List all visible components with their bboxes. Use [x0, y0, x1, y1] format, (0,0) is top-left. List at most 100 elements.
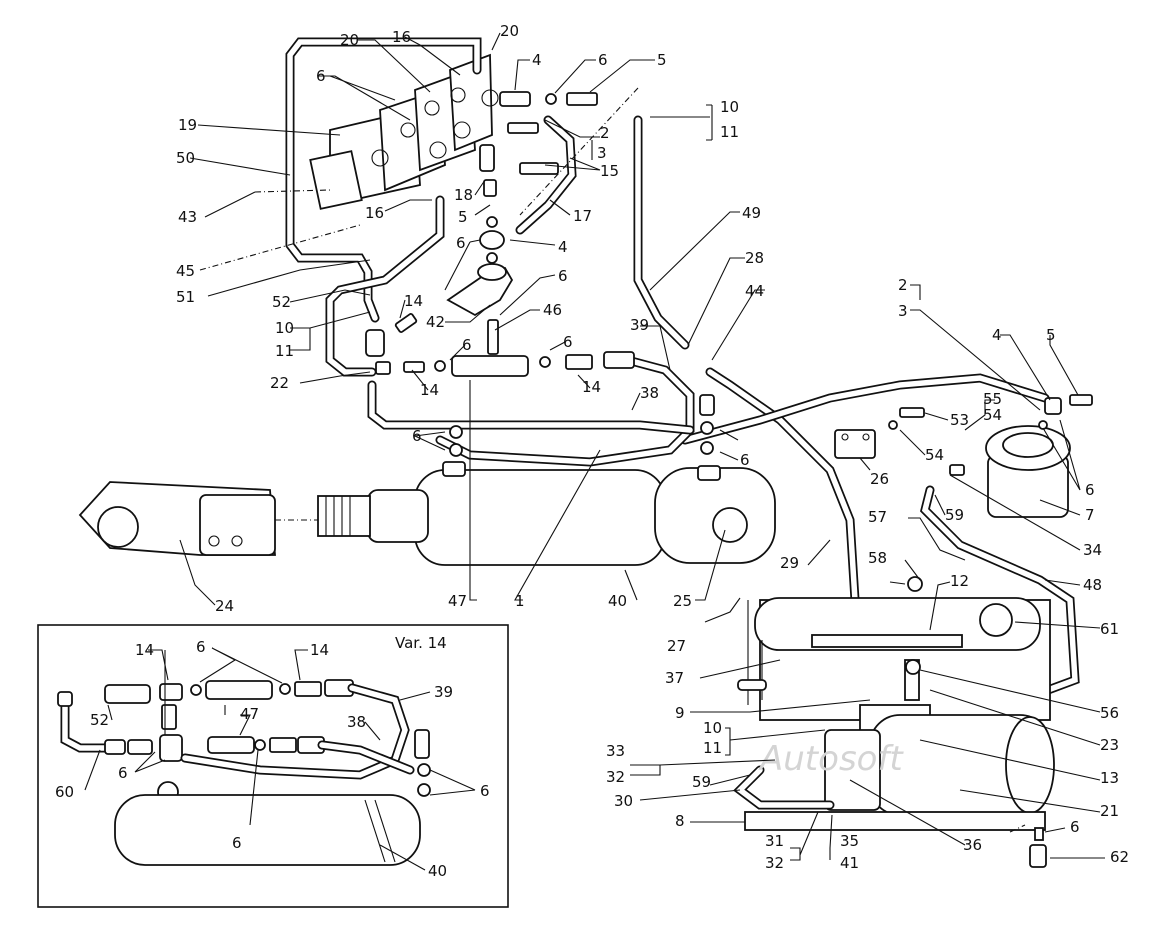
callout-5: 5 [657, 51, 667, 69]
inset-title: Var. 14 [395, 634, 447, 652]
callout-44: 44 [745, 282, 764, 300]
callout-6: 6 [316, 67, 326, 85]
callout-17: 17 [573, 207, 592, 225]
callout-4: 4 [992, 326, 1002, 344]
callout-2: 2 [898, 276, 908, 294]
callout-48: 48 [1083, 576, 1102, 594]
callout-11: 11 [703, 739, 722, 757]
callout-58: 58 [868, 549, 887, 567]
callout-6: 6 [412, 427, 422, 445]
callout-23: 23 [1100, 736, 1119, 754]
hose-49 [633, 115, 690, 350]
callout-34: 34 [1083, 541, 1102, 559]
callout-40: 40 [608, 592, 627, 610]
callout-55: 55 [983, 390, 1002, 408]
callout-4: 4 [558, 238, 568, 256]
callout-5: 5 [1046, 326, 1056, 344]
callout-38: 38 [640, 384, 659, 402]
callout-10: 10 [720, 98, 739, 116]
callout-2: 2 [600, 124, 610, 142]
callout-3: 3 [898, 302, 908, 320]
callout-6: 6 [740, 451, 750, 469]
watermark-text: Autosoft [758, 739, 904, 779]
callout-4: 4 [532, 51, 542, 69]
callout-52: 52 [272, 293, 291, 311]
callout-6: 6 [558, 267, 568, 285]
callout-14: 14 [135, 641, 154, 659]
callouts: 20 20 16 4 6 5 6 19 50 2 3 10 11 15 18 1… [55, 22, 1129, 880]
callout-38: 38 [347, 713, 366, 731]
callout-10: 10 [275, 319, 294, 337]
callout-6: 6 [456, 234, 466, 252]
callout-25: 25 [673, 592, 692, 610]
callout-13: 13 [1100, 769, 1119, 787]
callout-15: 15 [600, 162, 619, 180]
callout-24: 24 [215, 597, 234, 615]
callout-39: 39 [630, 316, 649, 334]
callout-43: 43 [178, 208, 197, 226]
callout-19: 19 [178, 116, 197, 134]
callout-27: 27 [667, 637, 686, 655]
callout-59: 59 [945, 506, 964, 524]
callout-37: 37 [665, 669, 684, 687]
callout-14: 14 [420, 381, 439, 399]
callout-8: 8 [675, 812, 685, 830]
callout-47: 47 [240, 705, 259, 723]
callout-54: 54 [983, 406, 1002, 424]
callout-5: 5 [458, 208, 468, 226]
callout-16: 16 [365, 204, 384, 222]
callout-6: 6 [462, 336, 472, 354]
callout-18: 18 [454, 186, 473, 204]
callout-53: 53 [950, 411, 969, 429]
callout-32: 32 [606, 768, 625, 786]
clevis-24 [78, 481, 318, 556]
callout-6: 6 [196, 638, 206, 656]
callout-41: 41 [840, 854, 859, 872]
callout-14: 14 [404, 292, 423, 310]
callout-6: 6 [232, 834, 242, 852]
callout-40: 40 [428, 862, 447, 880]
callout-6: 6 [480, 782, 490, 800]
callout-36: 36 [963, 836, 982, 854]
bracket-marks [591, 104, 713, 160]
callout-26: 26 [870, 470, 889, 488]
callout-11: 11 [275, 342, 294, 360]
callout-1: 1 [515, 592, 525, 610]
callout-47: 47 [448, 592, 467, 610]
callout-3: 3 [597, 144, 607, 162]
callout-46: 46 [543, 301, 562, 319]
callout-14: 14 [582, 378, 601, 396]
callout-20: 20 [500, 22, 519, 40]
callout-22: 22 [270, 374, 289, 392]
callout-49: 49 [742, 204, 761, 222]
leader-lines [84, 32, 1105, 871]
power-pack [733, 576, 1055, 868]
callout-20: 20 [340, 31, 359, 49]
callout-45: 45 [176, 262, 195, 280]
callout-6: 6 [118, 764, 128, 782]
callout-6: 6 [1070, 818, 1080, 836]
callout-12: 12 [950, 572, 969, 590]
callout-50: 50 [176, 149, 195, 167]
inset-variant-14: Var. 14 [37, 624, 509, 908]
callout-39: 39 [434, 683, 453, 701]
callout-57: 57 [868, 508, 887, 526]
callout-51: 51 [176, 288, 195, 306]
callout-6: 6 [598, 51, 608, 69]
callout-32: 32 [765, 854, 784, 872]
hydraulic-cylinder [317, 461, 776, 566]
callout-35: 35 [840, 832, 859, 850]
callout-61: 61 [1100, 620, 1119, 638]
callout-31: 31 [765, 832, 784, 850]
callout-28: 28 [745, 249, 764, 267]
callout-54: 54 [925, 446, 944, 464]
callout-52: 52 [90, 711, 109, 729]
callout-14: 14 [310, 641, 329, 659]
callout-6: 6 [563, 333, 573, 351]
callout-21: 21 [1100, 802, 1119, 820]
callout-30: 30 [614, 792, 633, 810]
callout-16: 16 [392, 28, 411, 46]
callout-33: 33 [606, 742, 625, 760]
callout-60: 60 [55, 783, 74, 801]
